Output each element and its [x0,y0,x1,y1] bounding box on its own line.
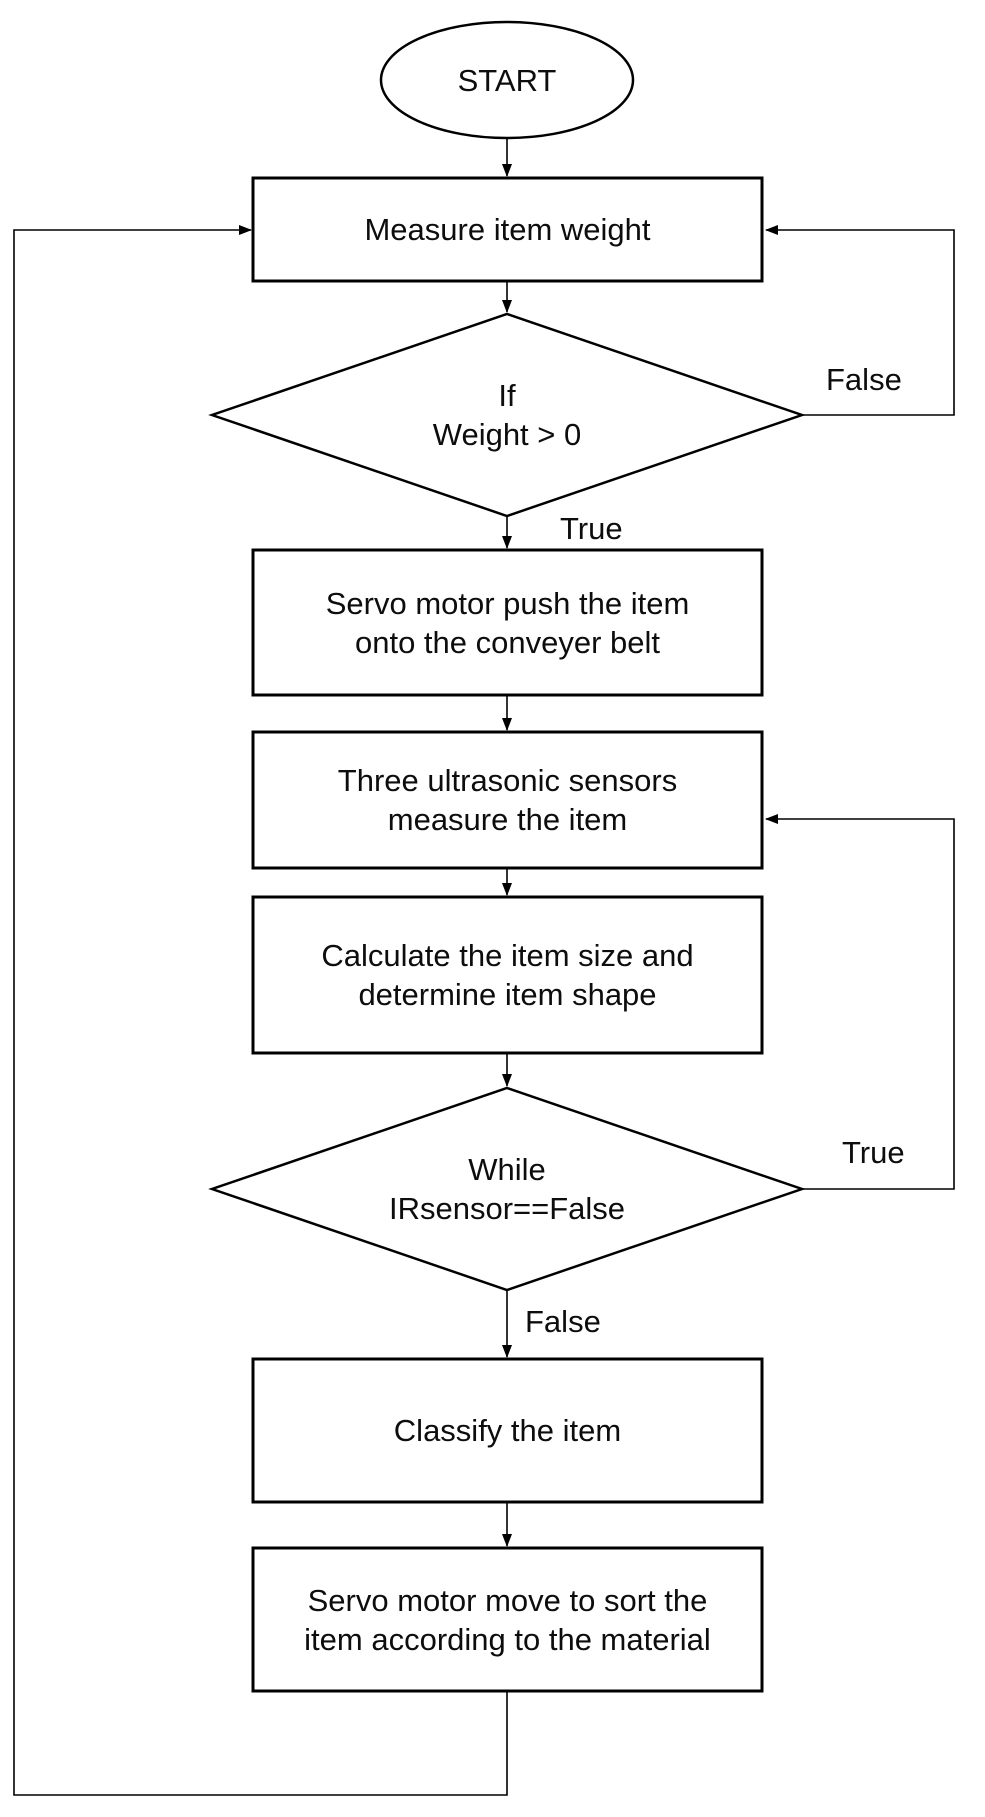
ir-decision-diamond-shape [208,1086,806,1292]
servo-push-process-shape [251,548,764,697]
ultrasonic-measure-process-shape [251,730,764,870]
servo-sort-process-shape [251,1546,764,1693]
edge-weight-false-loop [765,225,955,416]
start-terminator-shape [379,20,635,140]
classify-process-shape [251,1357,764,1504]
measure-weight-process-shape [251,176,764,283]
edge-servo-sort-return-loop [13,225,508,1796]
calculate-size-process-shape [251,895,764,1055]
edge-ir-true-loop [765,814,955,1190]
weight-decision-diamond-shape [208,312,806,518]
